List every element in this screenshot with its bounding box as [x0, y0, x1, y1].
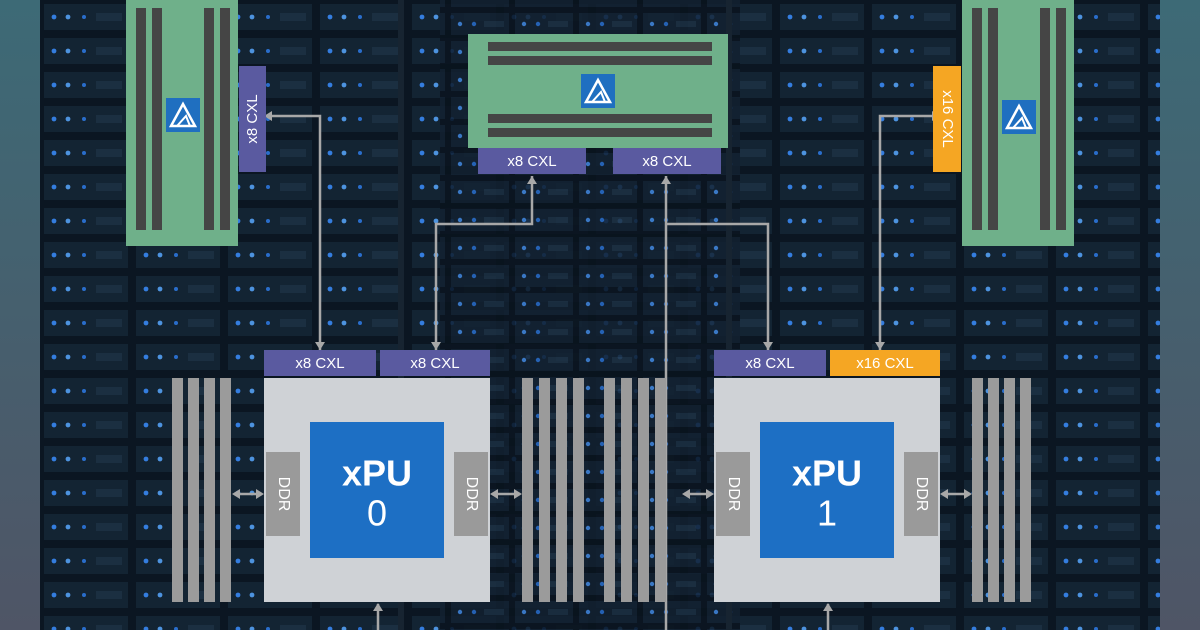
- memory-module-top: x8 CXL x8 CXL: [468, 34, 728, 174]
- ddr-label: DDR: [725, 477, 742, 512]
- ddr-label: DDR: [463, 477, 480, 512]
- logo-icon: [1002, 100, 1036, 134]
- xpu-name: xPU: [792, 453, 862, 494]
- cxl-link-xpu0-a: [264, 350, 376, 376]
- xpu-index: 1: [817, 493, 837, 534]
- ddr-block: [454, 452, 488, 536]
- cxl-link-module-left: [239, 66, 266, 172]
- cxl-link-module-top-b: [613, 148, 721, 174]
- cxl-link-module-top-a: [478, 148, 586, 174]
- cxl-link-label: x8 CXL: [745, 355, 794, 372]
- xpu-core: [760, 422, 894, 558]
- xpu-index: 0: [367, 493, 387, 534]
- ddr-block: [716, 452, 750, 536]
- xpu-core: [310, 422, 444, 558]
- cxl-link-label: x16 CXL: [939, 90, 956, 148]
- dimm-group-right: [972, 378, 1031, 602]
- memory-module-right: x16 CXL: [933, 0, 1074, 246]
- ddr-label: DDR: [913, 477, 930, 512]
- cxl-link-label: x8 CXL: [244, 94, 261, 143]
- cxl-link-label: x8 CXL: [410, 355, 459, 372]
- ddr-block: [904, 452, 938, 536]
- cxl-link-label: x8 CXL: [507, 153, 556, 170]
- xpu-name: xPU: [342, 453, 412, 494]
- logo-icon: [166, 98, 200, 132]
- dimm-group-left: [172, 378, 231, 602]
- xpu-1: x8 CXL x16 CXL DDR DDR xPU 1: [714, 350, 940, 602]
- cxl-link-label: x16 CXL: [856, 355, 914, 372]
- cxl-link-xpu0-b: [380, 350, 490, 376]
- xpu-0: x8 CXL x8 CXL DDR DDR xPU 0: [264, 350, 490, 602]
- cxl-link-xpu1-a: [714, 350, 826, 376]
- ddr-label: DDR: [275, 477, 292, 512]
- cxl-link-module-right: [933, 66, 961, 172]
- cxl-link-label: x8 CXL: [642, 153, 691, 170]
- memory-module-left: x8 CXL: [126, 0, 266, 246]
- cxl-link-label: x8 CXL: [295, 355, 344, 372]
- logo-icon: [581, 74, 615, 108]
- cxl-link-xpu1-b: [830, 350, 940, 376]
- ddr-block: [266, 452, 300, 536]
- dimm-group-center: [522, 378, 666, 602]
